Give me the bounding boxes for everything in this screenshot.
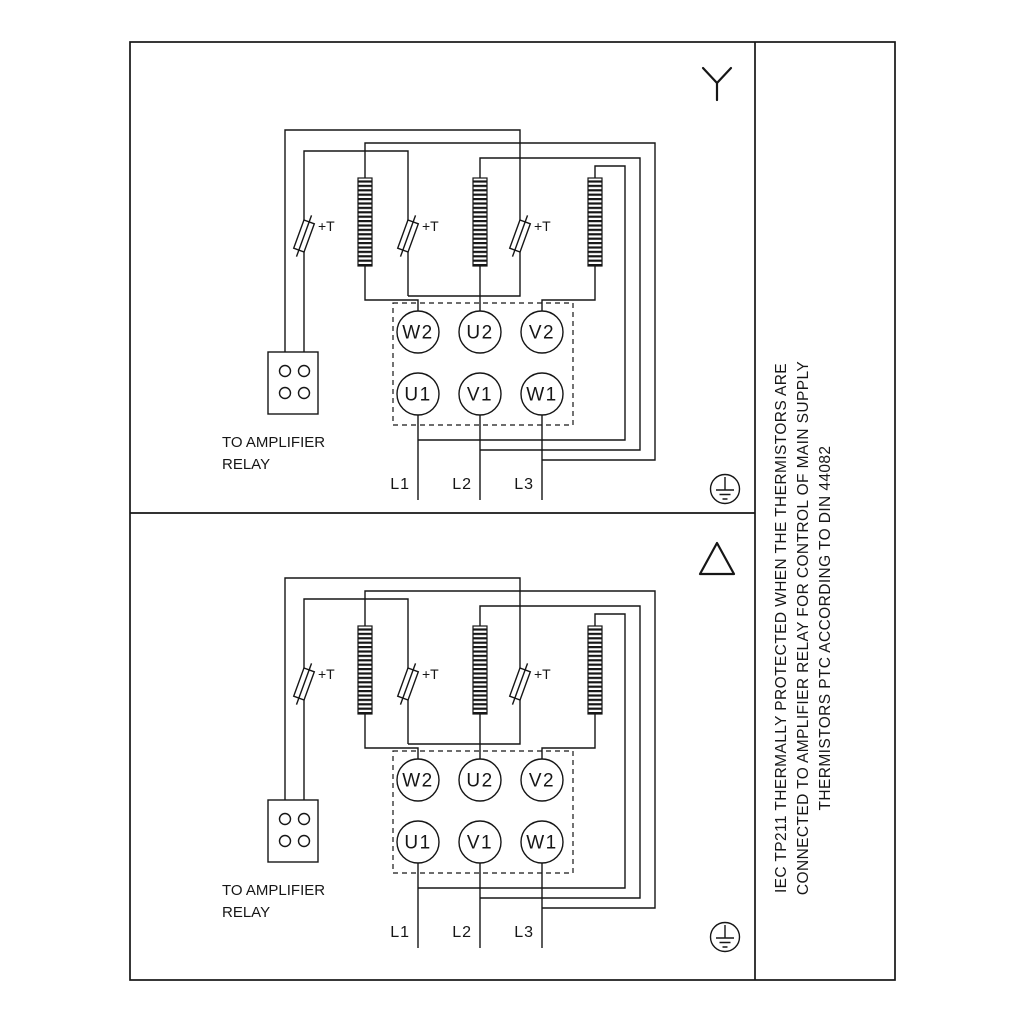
winding-wire (541, 266, 596, 311)
terminal-w1 (520, 372, 564, 416)
relay-pin (297, 364, 311, 378)
relay-pin (278, 812, 292, 826)
motor-winding (587, 177, 603, 267)
thermistor-label: +T (422, 666, 439, 682)
supply-wire (417, 415, 543, 500)
amplifier-note: RELAY (222, 456, 270, 473)
terminal-v2 (520, 758, 564, 802)
supply-label-l2: L2 (452, 924, 472, 941)
thermistor-icon (508, 663, 532, 705)
thermistor-icon (396, 663, 420, 705)
motor-winding (357, 625, 373, 715)
thermistor-label: +T (318, 666, 335, 682)
amplifier-note: TO AMPLIFIER (222, 434, 325, 451)
terminal-v2 (520, 310, 564, 354)
motor-winding (472, 177, 488, 267)
motor-winding (587, 625, 603, 715)
terminal-label: V1 (467, 833, 493, 854)
winding-return-wire (479, 605, 641, 899)
terminal-block (392, 302, 574, 426)
terminal-label: W1 (526, 385, 558, 406)
thermistor-icon (396, 215, 420, 257)
winding-wire (364, 714, 419, 759)
terminal-u2 (458, 758, 502, 802)
star-connection-icon (701, 66, 733, 102)
relay-connector (267, 799, 319, 863)
terminal-label: U1 (404, 833, 431, 854)
terminal-u1 (396, 372, 440, 416)
thermistor-chain-wire (284, 129, 521, 352)
thermistor-chain-wire (284, 577, 521, 800)
supply-label-l2: L2 (452, 476, 472, 493)
terminal-u1 (396, 820, 440, 864)
relay-pin (278, 364, 292, 378)
relay-pin (278, 834, 292, 848)
motor-winding (472, 625, 488, 715)
star-panel: +T +T +T W2 U2 V2 U1 V1 W1 L1 L2 L3 TO A… (222, 129, 741, 505)
thermistor-icon (292, 663, 316, 705)
supply-wire (417, 863, 543, 948)
terminal-label: W2 (402, 771, 434, 792)
amplifier-note: TO AMPLIFIER (222, 882, 325, 899)
side-note-line: CONNECTED TO AMPLIFIER RELAY FOR CONTROL… (795, 361, 812, 895)
outer-frame (129, 41, 896, 981)
thermistor-label: +T (534, 218, 551, 234)
supply-label-l3: L3 (514, 924, 534, 941)
terminal-label: V2 (529, 323, 555, 344)
relay-pin (278, 386, 292, 400)
terminal-label: V2 (529, 771, 555, 792)
terminal-v1 (458, 372, 502, 416)
winding-return-wire (479, 157, 641, 451)
terminal-label: W2 (402, 323, 434, 344)
side-note-line: IEC TP211 THERMALLY PROTECTED WHEN THE T… (773, 363, 790, 893)
terminal-label: U2 (466, 771, 493, 792)
supply-label-l1: L1 (390, 924, 410, 941)
side-note-line: THERMISTORS PTC ACCORDING TO DIN 44082 (817, 446, 834, 811)
delta-connection-icon (698, 541, 736, 576)
relay-pin (297, 812, 311, 826)
terminal-label: V1 (467, 385, 493, 406)
terminal-label: W1 (526, 833, 558, 854)
winding-wire (364, 266, 419, 311)
winding-return-wire (364, 142, 656, 461)
motor-winding (357, 177, 373, 267)
winding-return-wire (364, 590, 656, 909)
terminal-v1 (458, 820, 502, 864)
relay-pin (297, 834, 311, 848)
earth-ground-icon (709, 921, 741, 953)
winding-return-wire (418, 613, 626, 889)
terminal-label: U1 (404, 385, 431, 406)
thermistor-label: +T (534, 666, 551, 682)
terminal-w2 (396, 310, 440, 354)
terminal-block (392, 750, 574, 874)
thermistor-icon (292, 215, 316, 257)
relay-connector (267, 351, 319, 415)
supply-label-l3: L3 (514, 476, 534, 493)
thermistor-icon (508, 215, 532, 257)
winding-wire (541, 714, 596, 759)
terminal-u2 (458, 310, 502, 354)
earth-ground-icon (709, 473, 741, 505)
thermistor-label: +T (318, 218, 335, 234)
terminal-w1 (520, 820, 564, 864)
supply-label-l1: L1 (390, 476, 410, 493)
relay-pin (297, 386, 311, 400)
delta-panel: +T +T +T W2 U2 V2 U1 V1 W1 L1 L2 L3 TO A… (222, 577, 741, 953)
terminal-w2 (396, 758, 440, 802)
thermistor-label: +T (422, 218, 439, 234)
winding-return-wire (418, 165, 626, 441)
side-note: IEC TP211 THERMALLY PROTECTED WHEN THE T… (773, 361, 834, 895)
amplifier-note: RELAY (222, 904, 270, 921)
terminal-label: U2 (466, 323, 493, 344)
